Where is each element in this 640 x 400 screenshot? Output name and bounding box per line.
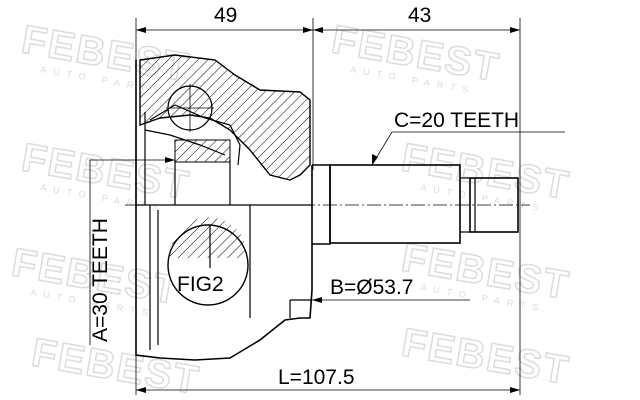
watermark-brand: FEBEST (398, 321, 573, 394)
ball-detail (144, 84, 241, 166)
dimension-top-left: 49 (136, 4, 313, 33)
dimension-overall-length: L=107.5 (136, 366, 520, 393)
stub-shaft (312, 164, 519, 245)
fig2-label: FIG2 (177, 273, 224, 296)
outer-race-housing (135, 54, 313, 361)
inner-spline-label: A=30 TEETH (89, 218, 112, 342)
dimension-49-label: 49 (214, 4, 237, 27)
inner-spline-callout: A=30 TEETH (89, 157, 175, 345)
diameter-label: B=Ø53.7 (330, 276, 413, 299)
dimension-top-right: 43 (313, 4, 520, 33)
fig2-detail: FIG2 (167, 217, 249, 306)
overall-length-label: L=107.5 (278, 366, 355, 389)
outer-spline-callout: C=20 TEETH (371, 109, 565, 166)
diameter-callout: B=Ø53.7 (312, 276, 470, 303)
watermark-brand: FEBEST (28, 331, 203, 400)
dimension-43-label: 43 (408, 4, 431, 27)
outer-spline-label: C=20 TEETH (394, 109, 519, 132)
